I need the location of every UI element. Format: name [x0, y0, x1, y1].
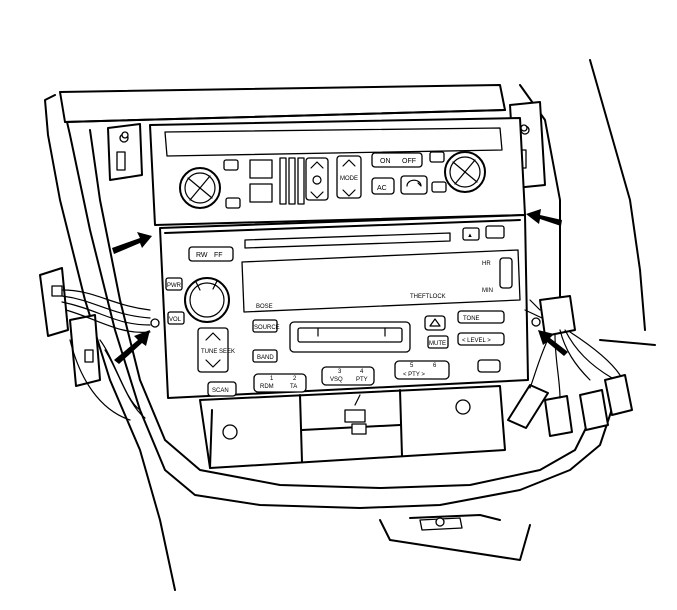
min-label: MIN — [482, 288, 493, 294]
preset-1-2-button[interactable] — [253, 373, 307, 393]
upper-left-bracket — [107, 123, 143, 181]
arrow-upper-left — [112, 232, 152, 254]
callout-arrows — [112, 209, 568, 364]
band-label: BAND — [257, 355, 274, 361]
preset-3-4-button[interactable] — [321, 366, 375, 386]
tone-button[interactable] — [457, 310, 505, 324]
preset-3-label: 3 — [338, 369, 342, 375]
right-connector-c — [579, 389, 609, 431]
volume-label-plate — [167, 311, 185, 325]
preset-5-6-button[interactable] — [394, 360, 450, 380]
right-connector-a — [507, 384, 549, 429]
preset-4-label: 4 — [360, 369, 364, 375]
ta-label: TA — [290, 384, 297, 390]
radio-chassis-lower — [199, 385, 506, 469]
mounting-screw-left — [150, 318, 160, 328]
eject-button[interactable] — [462, 227, 480, 241]
preset-1-label: 1 — [270, 376, 274, 382]
chassis-hole-left — [222, 424, 238, 440]
source-label: SOURCE — [254, 325, 280, 331]
fan-icon — [312, 175, 322, 185]
radio-button-top-right[interactable] — [485, 225, 505, 239]
chassis-hole-right — [455, 399, 471, 415]
source-button[interactable] — [252, 319, 278, 333]
arrow-lower-right — [538, 330, 568, 356]
right-connector-d — [604, 374, 633, 416]
right-connector — [539, 295, 576, 337]
rw-label: RW — [196, 252, 208, 259]
volume-knob[interactable] — [184, 277, 230, 323]
tune-seek-label: TUNE SEEK — [201, 349, 235, 355]
preset-6-label: 6 — [433, 363, 437, 369]
fan-speed-rocker[interactable] — [305, 157, 329, 201]
off-label: OFF — [402, 158, 416, 165]
right-connector-b — [544, 395, 573, 437]
radio-display — [241, 249, 521, 313]
arrow-upper-right — [526, 209, 562, 226]
pty-label: < PTY > — [403, 372, 425, 378]
ac-label: AC — [377, 185, 387, 192]
level-label: < LEVEL > — [462, 338, 491, 344]
pty-up-label: PTY — [356, 377, 368, 383]
bose-label: BOSE — [256, 304, 273, 310]
theftlock-label: THEFTLOCK — [410, 294, 446, 300]
eject-label: ▲ — [467, 233, 473, 239]
band-button[interactable] — [252, 349, 278, 363]
bottom-fastener — [419, 517, 463, 531]
on-off-button[interactable] — [371, 152, 423, 168]
front-defrost-button[interactable] — [249, 183, 273, 203]
mode-label: MODE — [340, 176, 358, 182]
radio-button-bottom-right[interactable] — [477, 359, 501, 373]
seek-up-button[interactable] — [424, 315, 446, 331]
hvac-control-panel: MODE ON OFF AC — [121, 117, 528, 226]
rdm-label: RDM — [260, 384, 274, 390]
vsq-label: VSQ — [330, 377, 343, 383]
left-wire-harness — [39, 267, 151, 421]
rear-defrost-button[interactable] — [249, 159, 273, 179]
hr-label: HR — [482, 261, 491, 267]
scan-button[interactable] — [207, 381, 237, 397]
recirculation-icon — [406, 179, 422, 187]
on-label: ON — [380, 158, 391, 165]
mounting-screw-right — [531, 317, 541, 327]
rw-ff-button[interactable] — [188, 246, 234, 262]
mute-button[interactable] — [427, 335, 449, 349]
ac-button[interactable] — [371, 177, 395, 195]
screw — [520, 124, 528, 132]
arrow-lower-left — [114, 330, 150, 364]
left-sync-button[interactable] — [225, 197, 241, 209]
power-button[interactable] — [165, 277, 183, 291]
tune-seek-rocker[interactable] — [197, 327, 229, 373]
level-button[interactable] — [457, 332, 505, 346]
left-auto-button[interactable] — [223, 159, 239, 171]
preset-2-label: 2 — [293, 376, 297, 382]
right-wire-harness — [507, 295, 633, 437]
preset-5-label: 5 — [410, 363, 414, 369]
radio-faceplate: ▲ RW FF PWR VOL HR MIN BOSE THEFTLOCK SO… — [150, 214, 541, 399]
ff-label: FF — [214, 252, 223, 259]
display-bar — [499, 257, 513, 289]
scan-label: SCAN — [212, 388, 229, 394]
cd-slot — [244, 232, 451, 249]
auto-right-button[interactable] — [431, 181, 447, 193]
pwr-label: PWR — [167, 283, 182, 289]
dash-surround — [44, 59, 656, 591]
screw — [121, 131, 129, 139]
mute-label: MUTE — [429, 341, 446, 347]
auto-left-button[interactable] — [429, 151, 445, 163]
vol-label: VOL — [169, 317, 182, 323]
recirculation-button[interactable] — [400, 175, 428, 195]
tone-label: TONE — [463, 316, 480, 322]
left-connector — [39, 267, 69, 337]
